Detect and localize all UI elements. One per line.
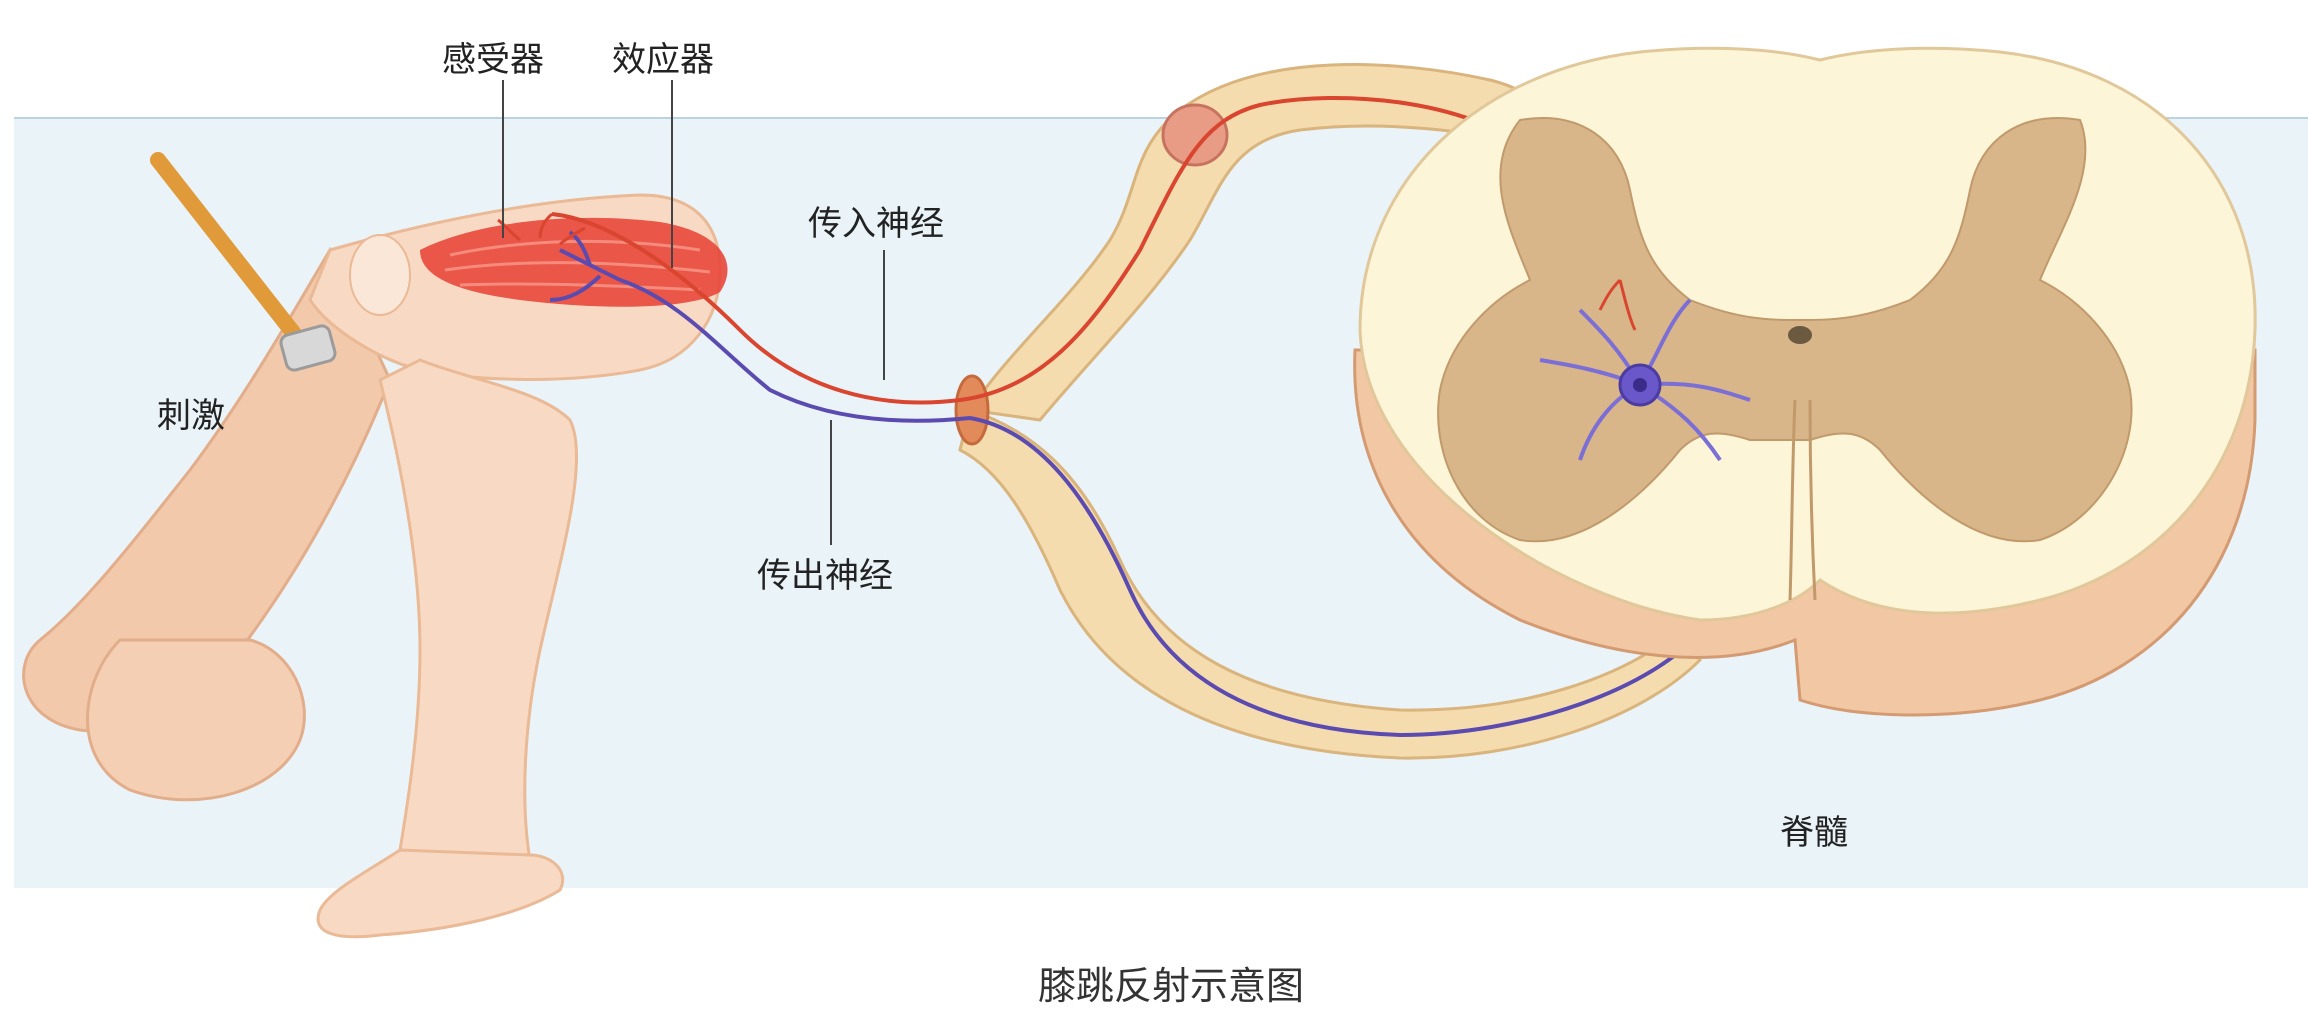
label-efferent-nerve: 传出神经 bbox=[757, 548, 893, 597]
knee-cap bbox=[350, 235, 410, 315]
label-receptor: 感受器 bbox=[442, 32, 544, 81]
nerve-cut-end bbox=[956, 376, 988, 444]
neuron-nucleus bbox=[1633, 378, 1647, 392]
label-stimulus: 刺激 bbox=[157, 388, 225, 437]
figure-caption: 膝跳反射示意图 bbox=[1038, 955, 1304, 1010]
back-foot bbox=[88, 640, 305, 800]
dorsal-root-ganglion bbox=[1163, 105, 1227, 165]
label-effector: 效应器 bbox=[612, 32, 714, 81]
label-afferent-nerve: 传入神经 bbox=[808, 196, 944, 245]
label-spinal-cord: 脊髓 bbox=[1780, 805, 1848, 854]
central-canal bbox=[1788, 326, 1812, 344]
